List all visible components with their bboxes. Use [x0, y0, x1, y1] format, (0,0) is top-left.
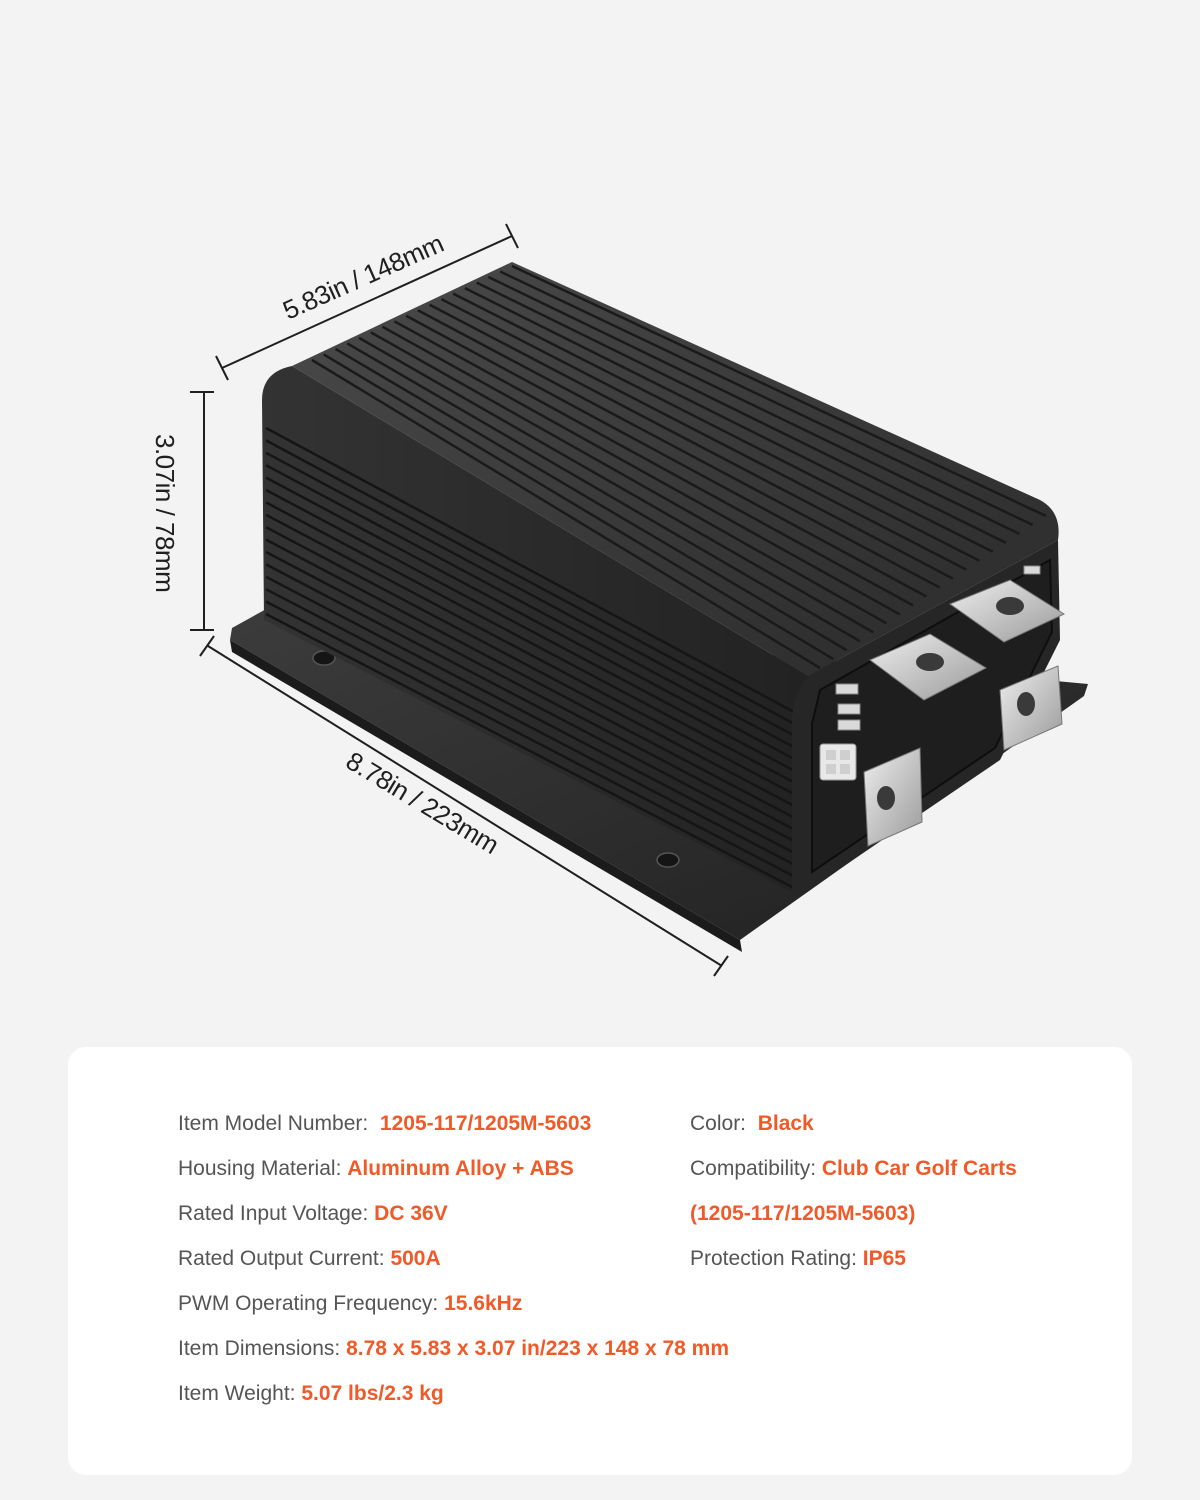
spec-color: Color: Black [690, 1110, 814, 1138]
terminal-b-minus [869, 633, 988, 701]
side-fin [265, 575, 795, 854]
top-fin [511, 264, 1047, 518]
spec-label: Compatibility: [690, 1157, 817, 1180]
spec-label: Protection Rating: [690, 1247, 857, 1270]
housing-top-face [292, 262, 1059, 676]
top-fin [323, 353, 834, 661]
side-fin [265, 600, 795, 878]
spec-value: 5.07 lbs/2.3 kg [301, 1382, 444, 1405]
top-fin [311, 358, 821, 670]
side-fin [265, 488, 795, 772]
side-fin [265, 563, 795, 843]
spec-item-dimensions: Item Dimensions: 8.78 x 5.83 x 3.07 in/2… [178, 1335, 729, 1363]
spec-value: (1205-117/1205M-5603) [690, 1202, 916, 1225]
terminal-a2 [999, 665, 1063, 751]
spec-label: Housing Material: [178, 1157, 342, 1180]
spec-label: PWM Operating Frequency: [178, 1292, 439, 1315]
spade-connectors [835, 565, 1041, 731]
top-fin [487, 275, 1020, 536]
top-fin [417, 309, 941, 589]
length-dimension-line [199, 635, 729, 977]
side-fin [265, 464, 795, 749]
spec-value: Club Car Golf Carts [821, 1157, 1017, 1180]
side-fins [265, 426, 795, 890]
top-fin [429, 303, 954, 580]
terminal-m [863, 747, 923, 847]
top-fin [334, 347, 848, 652]
spec-label: Rated Output Current: [178, 1247, 385, 1270]
spec-label: Item Dimensions: [178, 1337, 341, 1360]
spec-label: Item Weight: [178, 1382, 296, 1405]
spec-label: Rated Input Voltage: [178, 1202, 369, 1225]
top-fins [311, 264, 1047, 670]
spec-value: Black [757, 1112, 814, 1135]
spec-value: 500A [390, 1247, 441, 1270]
width-dimension-line [215, 223, 519, 381]
housing-side-face [262, 366, 808, 892]
product-image-area: 5.83in / 148mm 3.07in / 78mm 8.78in / 22… [150, 223, 1088, 977]
side-fin [265, 588, 795, 866]
side-fin [265, 513, 795, 796]
spec-value: 15.6kHz [444, 1292, 523, 1315]
top-fin [393, 320, 914, 607]
top-fin [476, 281, 1007, 544]
connector-block [819, 743, 857, 781]
side-fin [265, 612, 795, 890]
spec-value: DC 36V [374, 1202, 448, 1225]
top-fin [346, 342, 861, 643]
spec-value: 1205-117/1205M-5603 [379, 1112, 592, 1135]
spec-value: 8.78 x 5.83 x 3.07 in/223 x 148 x 78 mm [346, 1337, 730, 1360]
spec-output-current: Rated Output Current: 500A [178, 1245, 441, 1273]
spec-item-weight: Item Weight: 5.07 lbs/2.3 kg [178, 1380, 444, 1408]
terminal-b-plus [948, 579, 1066, 643]
top-fin [499, 270, 1034, 527]
side-fin [265, 501, 795, 784]
spec-compatibility: Compatibility: Club Car Golf Carts [690, 1155, 1017, 1183]
side-fin [265, 451, 795, 737]
top-fin [358, 336, 874, 634]
top-fin [405, 314, 927, 598]
spec-value: Aluminum Alloy + ABS [347, 1157, 574, 1180]
spec-label: Color: [690, 1112, 747, 1135]
top-fin [464, 286, 994, 553]
spec-input-voltage: Rated Input Voltage: DC 36V [178, 1200, 448, 1228]
top-fin [452, 292, 981, 562]
side-fin [265, 538, 795, 819]
spec-compatibility-models: (1205-117/1205M-5603) [690, 1200, 915, 1228]
side-fin [265, 526, 795, 807]
spec-label: Item Model Number: [178, 1112, 369, 1135]
spec-model-number: Item Model Number: 1205-117/1205M-5603 [178, 1110, 591, 1138]
spec-value: IP65 [862, 1247, 906, 1270]
top-fin [440, 298, 967, 571]
spec-housing-material: Housing Material: Aluminum Alloy + ABS [178, 1155, 574, 1183]
top-fin [370, 331, 888, 625]
spec-pwm-frequency: PWM Operating Frequency: 15.6kHz [178, 1290, 522, 1318]
height-dimension-label: 3.07in / 78mm [150, 434, 180, 592]
side-fin [265, 426, 795, 714]
motor-controller-illustration: 5.83in / 148mm 3.07in / 78mm 8.78in / 22… [150, 223, 1088, 977]
specifications-card: Item Model Number: 1205-117/1205M-5603 C… [68, 1047, 1132, 1475]
side-fin [265, 476, 795, 761]
height-dimension-line [190, 391, 214, 631]
spec-protection-rating: Protection Rating: IP65 [690, 1245, 906, 1273]
side-fin [265, 550, 795, 831]
top-fin [381, 325, 901, 616]
side-fin [265, 439, 795, 725]
